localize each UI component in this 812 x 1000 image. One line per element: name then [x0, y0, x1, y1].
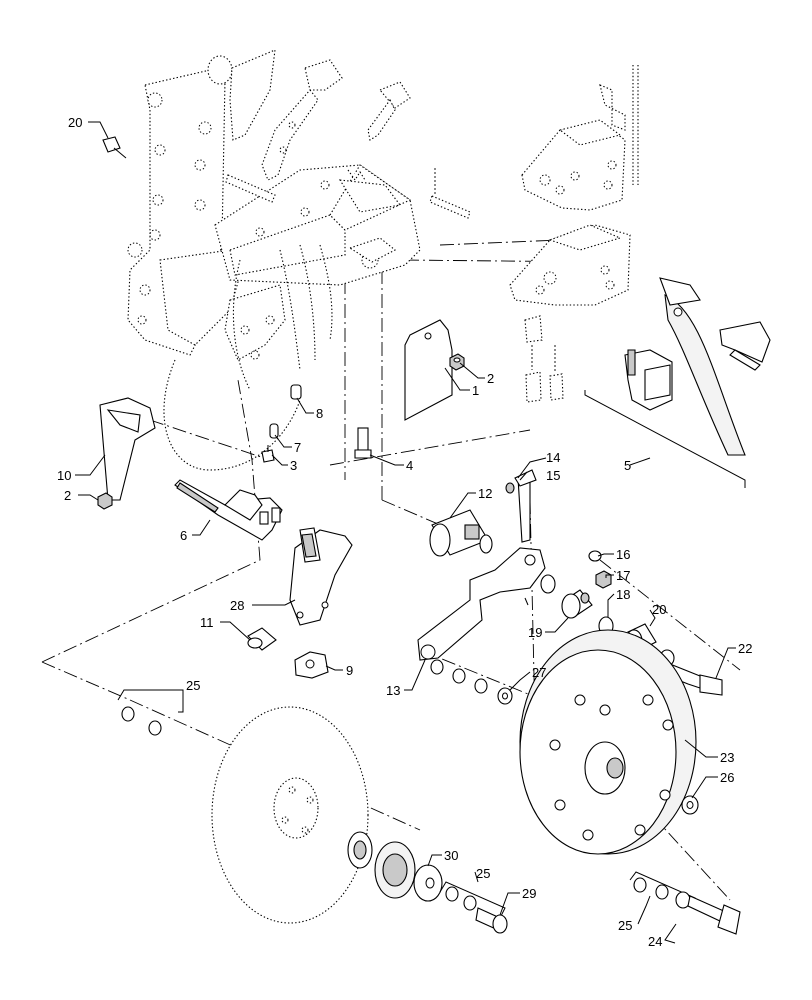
- part-2-nut-lower: [97, 492, 113, 510]
- part-27-washers: [430, 659, 513, 705]
- part-25-washers-center: [439, 881, 506, 919]
- callout-27: 27: [532, 665, 546, 680]
- opener-disk: [211, 706, 369, 924]
- callout-20: 20: [652, 602, 666, 617]
- callout-12: 12: [478, 486, 492, 501]
- part-9-block: [294, 651, 329, 679]
- part-21-bolt: [102, 136, 127, 159]
- part-29-bolt: [475, 907, 508, 934]
- upper-right-bracket: [509, 65, 639, 403]
- part-7-pin: [269, 423, 279, 439]
- part-25-washers-lower-right: [629, 871, 696, 909]
- callout-22: 22: [738, 641, 752, 656]
- part-2-nut-upper: [449, 353, 465, 371]
- callout-25-left: 25: [186, 678, 200, 693]
- part-19-bushing: [561, 589, 593, 619]
- part-8-pin: [290, 384, 302, 400]
- callout-28: 28: [230, 598, 244, 613]
- callout-4: 4: [406, 458, 413, 473]
- part-15-bolt: [514, 469, 537, 543]
- callout-23: 23: [720, 750, 734, 765]
- part-24-axle-bolt: [687, 895, 741, 935]
- part-10-guard: [99, 397, 156, 501]
- callout-2-upper: 2: [487, 371, 494, 386]
- part-12-spindle: [429, 509, 493, 557]
- part-13-arm: [417, 547, 546, 661]
- part-26-washer: [681, 795, 699, 815]
- opener-hub-bearing: [347, 831, 416, 899]
- callout-8: 8: [316, 406, 323, 421]
- callout-14: 14: [546, 450, 560, 465]
- callout-26: 26: [720, 770, 734, 785]
- callout-18: 18: [616, 587, 630, 602]
- leader-lines: [75, 121, 736, 944]
- callout-24: 24: [648, 934, 662, 949]
- part-23-gauge-wheel: [519, 629, 697, 855]
- part-30-seal: [413, 864, 443, 902]
- part-3-screw: [261, 445, 275, 463]
- callout-25-center: 25: [476, 866, 490, 881]
- part-snap-ring: [540, 574, 556, 594]
- part-5-scraper: [584, 277, 771, 488]
- part-6-bracket: [174, 479, 283, 541]
- callout-9: 9: [346, 663, 353, 678]
- callout-11: 11: [200, 615, 214, 630]
- callout-15: 15: [546, 468, 560, 483]
- callout-16: 16: [616, 547, 630, 562]
- part-4-bolt: [354, 427, 372, 459]
- callout-25-right: 25: [618, 918, 632, 933]
- callout-2-lower: 2: [64, 488, 71, 503]
- part-11-pin: [247, 627, 277, 651]
- callout-labels: 20 1 2 5 4 3 7 8 10 2 6 12 14 15 16 17 1…: [57, 115, 752, 949]
- callout-6: 6: [180, 528, 187, 543]
- callout-10: 10: [57, 468, 71, 483]
- callout-1: 1: [472, 383, 479, 398]
- callout-19: 19: [528, 625, 542, 640]
- callout-5: 5: [624, 458, 631, 473]
- part-25-washers-left: [117, 689, 184, 736]
- callout-3: 3: [290, 458, 297, 473]
- callout-21: 20: [68, 115, 82, 130]
- part-17-nut: [595, 570, 612, 589]
- part-28-arm: [289, 527, 353, 626]
- part-1-shield: [404, 319, 453, 421]
- callout-17: 17: [616, 568, 630, 583]
- callout-30: 30: [444, 848, 458, 863]
- top-linkage-parts: [207, 49, 471, 219]
- callout-29: 29: [522, 886, 536, 901]
- part-16-washer: [588, 550, 602, 562]
- callout-7: 7: [294, 440, 301, 455]
- part-14-nut: [505, 482, 515, 494]
- callout-13: 13: [386, 683, 400, 698]
